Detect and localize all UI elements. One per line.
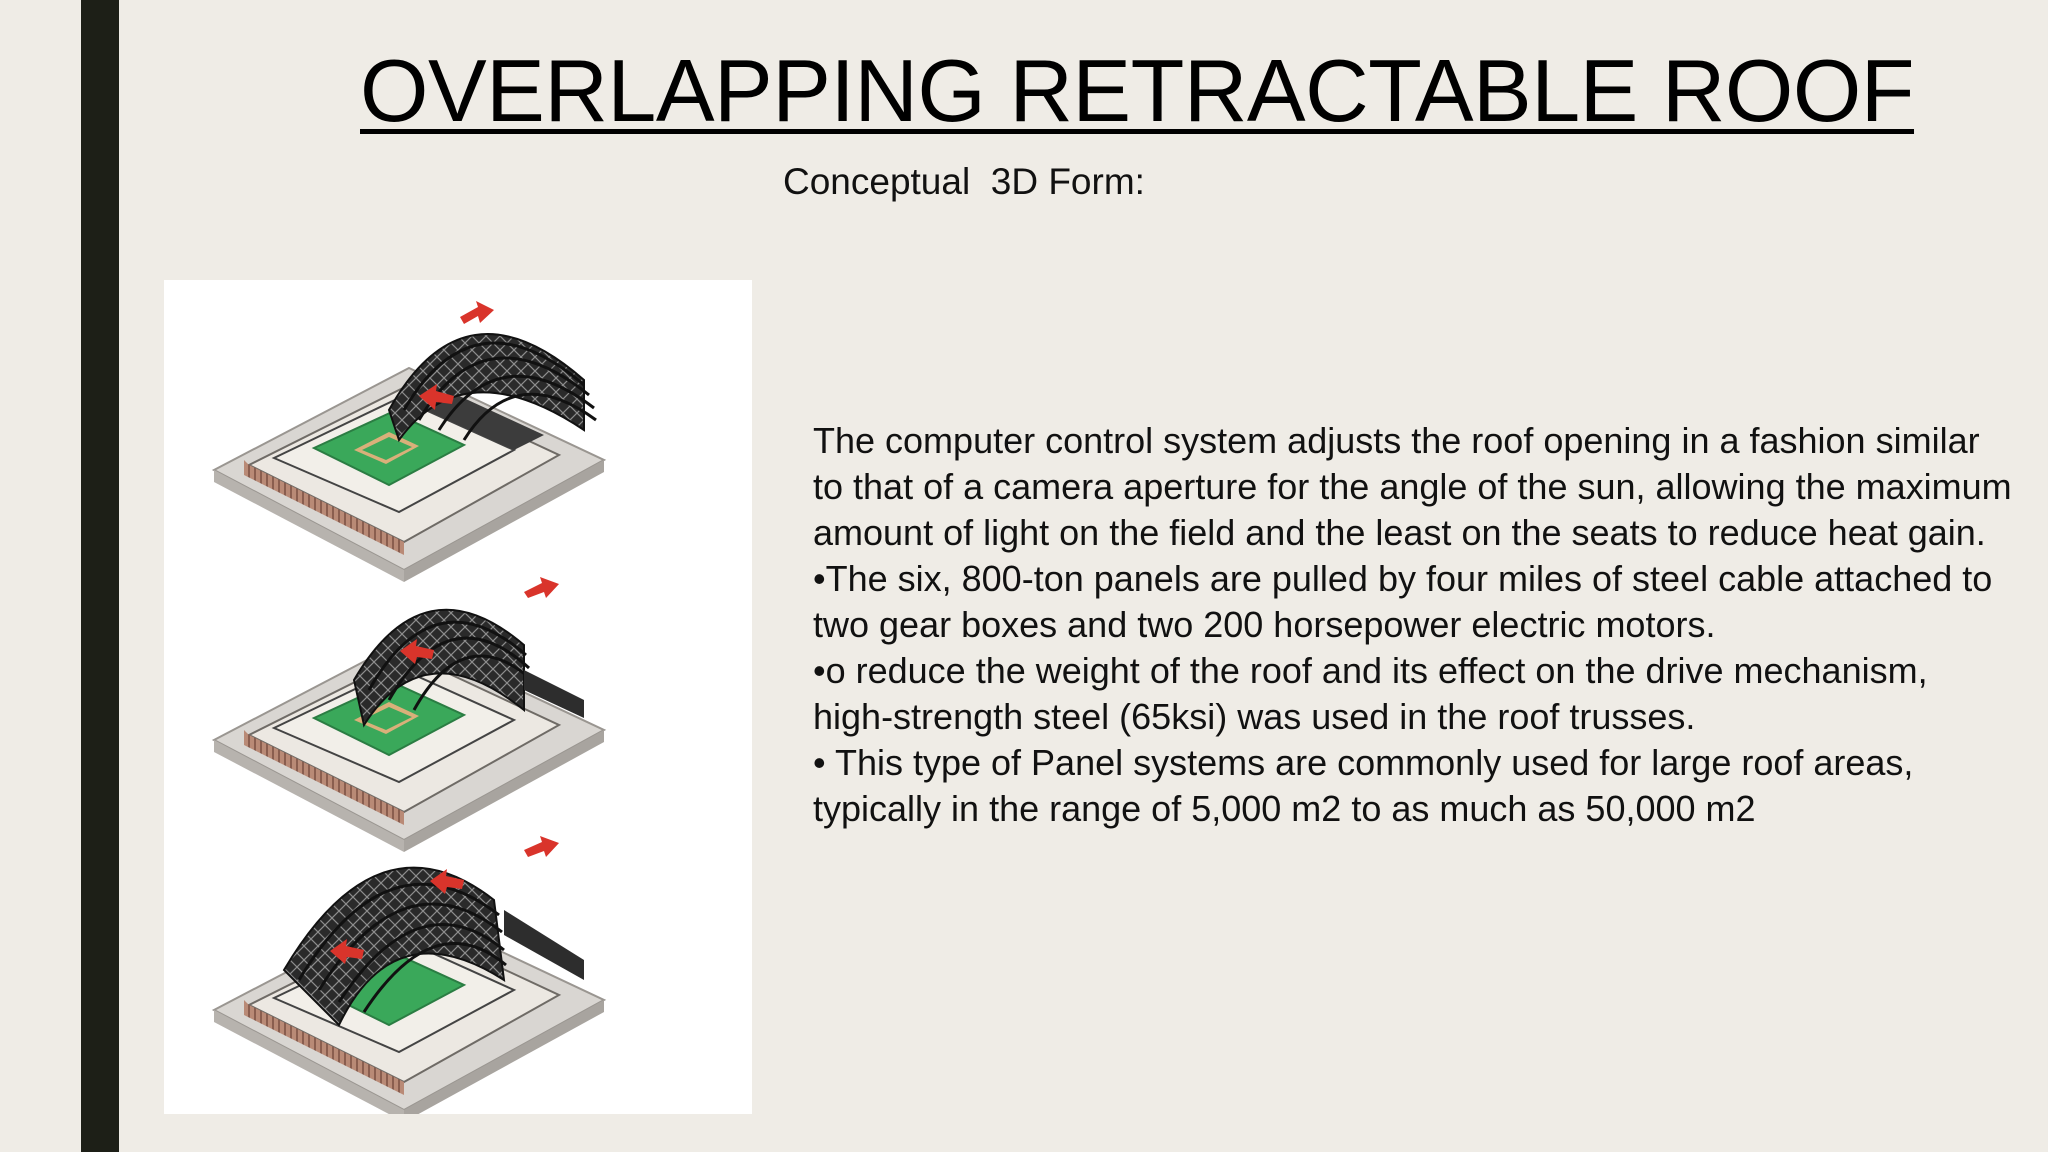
stadium-illustration bbox=[164, 280, 752, 1114]
stadium-closed-roof bbox=[211, 836, 607, 1114]
bullet-panels: •The six, 800-ton panels are pulled by f… bbox=[813, 558, 1993, 645]
paragraph-intro: The computer control system adjusts the … bbox=[813, 420, 2012, 553]
slide-title: OVERLAPPING RETRACTABLE ROOF bbox=[360, 41, 1915, 140]
red-arrow-icon bbox=[460, 301, 494, 324]
red-arrow-icon bbox=[400, 639, 434, 664]
red-arrow-icon bbox=[524, 836, 559, 857]
stadium-open-roof bbox=[211, 301, 607, 582]
bullet-panel-systems: • This type of Panel systems are commonl… bbox=[813, 742, 1914, 829]
red-arrow-icon bbox=[430, 869, 464, 894]
red-arrow-icon bbox=[524, 577, 559, 598]
red-arrow-icon bbox=[419, 384, 454, 410]
body-text: The computer control system adjusts the … bbox=[813, 418, 2013, 832]
slide-subtitle: Conceptual 3D Form: bbox=[783, 161, 1145, 202]
bullet-steel: •o reduce the weight of the roof and its… bbox=[813, 650, 1928, 737]
accent-bar bbox=[81, 0, 119, 1152]
red-arrow-icon bbox=[330, 939, 364, 964]
stadium-half-roof bbox=[211, 577, 607, 852]
stadium-illustration-svg bbox=[211, 301, 607, 1114]
